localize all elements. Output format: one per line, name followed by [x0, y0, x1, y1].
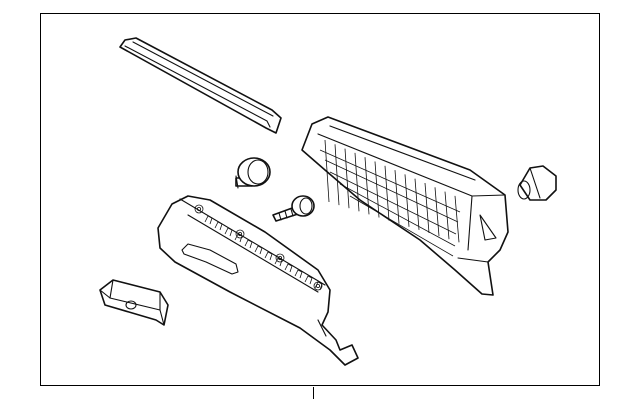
glove-box-door-icon	[157, 195, 359, 366]
bin-rib	[334, 144, 340, 206]
bin-rib	[374, 161, 380, 218]
bin-rib	[324, 139, 330, 203]
bin-rib	[424, 182, 430, 234]
door-tooth	[204, 215, 213, 225]
door-tooth	[314, 281, 323, 291]
latch-cover-icon	[99, 279, 169, 326]
callout-leader-line	[313, 387, 314, 399]
push-pin-clip-icon	[272, 195, 315, 222]
door-tooth	[304, 275, 313, 285]
door-tooth	[214, 221, 223, 231]
door-tooth	[294, 269, 303, 279]
glove-box-bin-icon	[301, 116, 509, 296]
bin-rib	[404, 174, 410, 227]
diagram-frame	[40, 13, 600, 386]
bumper-stop-right-icon	[517, 165, 557, 201]
bin-rib	[394, 170, 400, 224]
door-tooth	[284, 263, 293, 273]
door-tooth	[254, 245, 263, 255]
bin-rib	[384, 165, 390, 221]
bin-rib	[364, 157, 370, 215]
door-tooth	[264, 251, 273, 261]
door-tooth	[224, 227, 233, 237]
bin-rib	[414, 178, 420, 230]
bin-rib	[434, 187, 440, 237]
trim-strip-icon	[119, 37, 282, 134]
bumper-stop-left-icon	[235, 157, 271, 189]
door-tooth	[234, 233, 243, 243]
door-tooth	[244, 239, 253, 249]
bin-rib	[344, 148, 350, 209]
door-tooth	[274, 257, 283, 267]
bin-rib	[444, 191, 450, 240]
bin-rib	[354, 152, 360, 212]
bin-rib	[454, 195, 460, 243]
